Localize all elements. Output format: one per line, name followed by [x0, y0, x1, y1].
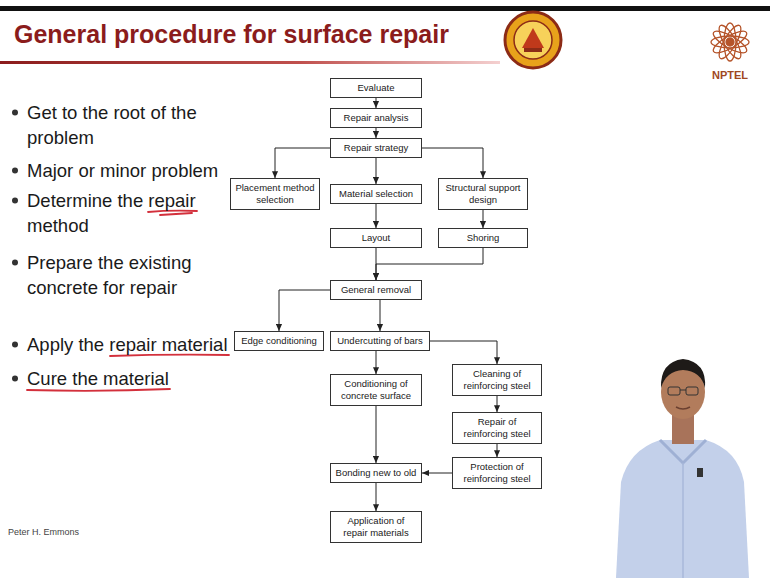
pen-stroke: [110, 355, 229, 356]
box-text: Material selection: [335, 188, 417, 200]
hair: [661, 359, 705, 388]
logo-petal: [724, 23, 736, 61]
process-box: Repair strategy: [330, 138, 422, 158]
process-box: Layout: [330, 228, 422, 248]
process-box: Shoring: [438, 228, 528, 248]
glasses: [668, 387, 680, 395]
flow-arrow: [422, 148, 483, 178]
bullet-dot: [12, 376, 18, 382]
box-text: Structural support design: [443, 182, 523, 206]
bullet-point: Cure the material: [27, 366, 237, 391]
logo-ring: [505, 12, 561, 68]
process-box: Repair of reinforcing steel: [452, 412, 542, 444]
mouth: [676, 407, 690, 409]
bullet-dot: [12, 260, 18, 266]
logo-wordmark: NPTEL: [700, 69, 760, 81]
process-box: Repair analysis: [330, 108, 422, 128]
logo-base: [524, 48, 542, 52]
flow-arrow: [380, 300, 381, 331]
process-box: Undercutting of bars: [330, 331, 430, 351]
logo-core: [726, 38, 734, 46]
pen-stroke: [27, 389, 170, 391]
flow-arrow: [483, 210, 484, 228]
bullet-dot: [12, 198, 18, 204]
box-text: Repair strategy: [335, 142, 417, 154]
logo-disc: [514, 21, 552, 59]
box-text: Repair analysis: [335, 112, 417, 124]
flow-arrow: [422, 473, 452, 474]
flow-arrow: [376, 98, 377, 108]
flow-arrow: [376, 158, 377, 184]
bullet-dots: [12, 110, 18, 382]
slide-title: General procedure for surface repair: [14, 20, 449, 49]
flow-arrow: [376, 248, 483, 280]
box-text: General removal: [335, 284, 417, 296]
box-text: Edge conditioning: [239, 335, 319, 347]
box-text: Shoring: [443, 232, 523, 244]
flow-arrow: [376, 483, 377, 511]
flow-arrow: [376, 406, 377, 463]
shirt: [616, 440, 749, 578]
bullet-point: Determine the repair method: [27, 188, 237, 238]
box-text: Placement method selection: [235, 182, 315, 206]
process-box: Material selection: [330, 184, 422, 204]
process-box: Edge conditioning: [234, 331, 324, 351]
process-box: Application of repair materials: [330, 511, 422, 543]
logo-petal: [711, 27, 750, 56]
box-text: Bonding new to old: [335, 467, 417, 479]
institute-logo: [505, 12, 561, 68]
box-text: Evaluate: [335, 82, 417, 94]
process-box: Placement method selection: [230, 178, 320, 210]
nptel-logo: [711, 23, 750, 62]
bullet-dot: [12, 110, 18, 116]
bullet-dot: [12, 168, 18, 174]
process-box: Structural support design: [438, 178, 528, 210]
source-credit: Peter H. Emmons: [8, 527, 79, 537]
box-text: Undercutting of bars: [335, 335, 425, 347]
flow-arrow: [376, 204, 377, 228]
microphone: [697, 468, 703, 477]
presenter-figure: [616, 359, 749, 578]
collar: [660, 440, 706, 463]
flow-arrow: [275, 148, 330, 178]
glasses: [686, 387, 698, 395]
process-box: Protection of reinforcing steel: [452, 457, 542, 489]
flow-arrow: [376, 351, 377, 374]
flow-arrow: [430, 341, 497, 364]
glasses: [680, 390, 686, 391]
logo-petal: [711, 36, 749, 48]
box-text: Application of repair materials: [335, 515, 417, 539]
pen-stroke: [148, 211, 197, 212]
process-box: Evaluate: [330, 78, 422, 98]
bullet-dot: [12, 342, 18, 348]
bullet-point: Apply the repair material: [27, 332, 237, 357]
title-rule: [0, 61, 500, 64]
top-bar: [0, 6, 770, 11]
box-text: Layout: [335, 232, 417, 244]
process-box: Bonding new to old: [330, 463, 422, 483]
box-text: Cleaning of reinforcing steel: [457, 368, 537, 392]
bullet-point: Prepare the existing concrete for repair: [27, 250, 237, 300]
box-text: Protection of reinforcing steel: [457, 461, 537, 485]
box-text: Conditioning of concrete surface: [335, 378, 417, 402]
flow-arrow: [279, 290, 330, 331]
pen-stroke: [160, 213, 192, 215]
bullet-point: Get to the root of the problem: [27, 100, 237, 150]
process-box: Cleaning of reinforcing steel: [452, 364, 542, 396]
placket: [682, 463, 684, 578]
process-box: General removal: [330, 280, 422, 300]
box-text: Repair of reinforcing steel: [457, 416, 537, 440]
flow-arrow: [497, 444, 498, 457]
flow-arrow: [497, 396, 498, 412]
pen-underlines: [27, 211, 229, 391]
flow-arrow: [376, 128, 377, 138]
logo-emblem: [522, 28, 544, 48]
bullet-point: Major or minor problem: [27, 158, 237, 183]
process-box: Conditioning of concrete surface: [330, 374, 422, 406]
